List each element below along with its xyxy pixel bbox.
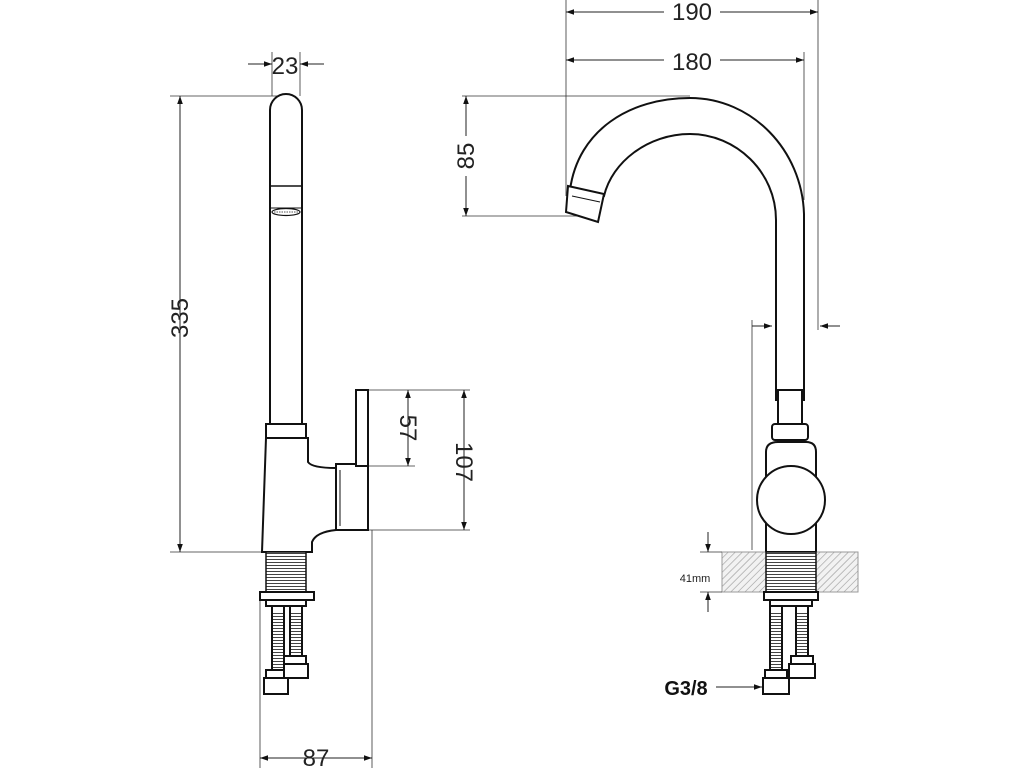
thread-connection-label: G3/8 <box>664 678 707 700</box>
dimension-23: 23 <box>248 53 324 80</box>
dimension-190: 190 <box>566 0 818 26</box>
front-body <box>756 389 826 553</box>
dimension-180: 180 <box>566 48 804 76</box>
side-spout <box>265 93 307 439</box>
dimension-107: 107 <box>450 390 477 530</box>
side-body <box>260 389 369 553</box>
front-spout <box>564 96 805 401</box>
dimension-label-107: 107 <box>450 442 477 482</box>
dimension-57: 57 <box>394 390 421 466</box>
front-supply-hoses <box>762 591 819 695</box>
dimension-label-57: 57 <box>394 415 421 442</box>
dimension-label-23: 23 <box>272 53 299 80</box>
dimension-label-180: 180 <box>672 49 712 76</box>
dimension-335: 335 <box>167 96 194 552</box>
countertop-section <box>721 551 859 593</box>
dimension-label-335: 335 <box>167 298 194 338</box>
countertop-thickness-callout: 41mm <box>680 532 722 612</box>
dimension-87: 87 <box>260 745 372 768</box>
thread-callout: G3/8 <box>664 678 762 700</box>
dimension-label-87: 87 <box>303 745 330 768</box>
side-view: 23 335 57 107 87 <box>167 52 477 768</box>
dimension-label-190: 190 <box>672 0 712 26</box>
side-supply-hoses <box>263 605 309 695</box>
side-threaded-shank <box>259 551 315 607</box>
dimension-label-85: 85 <box>453 143 480 170</box>
dimension-85: 85 <box>452 96 480 216</box>
countertop-thickness-label: 41mm <box>680 573 711 585</box>
front-view: 190 180 85 50 <box>452 0 859 700</box>
